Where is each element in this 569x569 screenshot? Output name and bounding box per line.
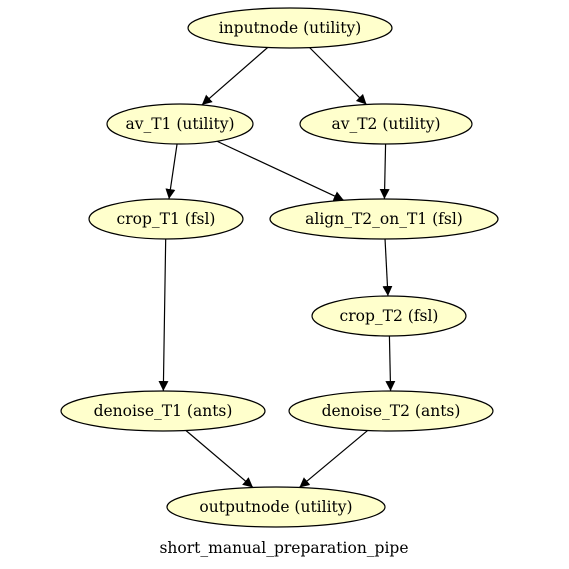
node-av-t1[interactable]: av_T1 (utility) (106, 103, 254, 145)
graph-edges (158, 47, 396, 488)
node-av-t2[interactable]: av_T2 (utility) (299, 103, 473, 145)
node-label: av_T1 (utility) (125, 115, 234, 133)
node-label: crop_T1 (fsl) (117, 210, 216, 228)
graph-nodes: inputnode (utility) av_T1 (utility) av_T… (60, 7, 499, 528)
node-outputnode[interactable]: outputnode (utility) (166, 486, 386, 528)
node-label: denoise_T1 (ants) (94, 402, 233, 420)
node-shape (311, 295, 467, 337)
edge-crop-t2-to-denoise-t2 (385, 335, 396, 392)
edge-inputnode-to-av-t2 (309, 47, 367, 105)
node-crop-t2[interactable]: crop_T2 (fsl) (311, 295, 467, 337)
node-shape (166, 486, 386, 528)
node-denoise-t2[interactable]: denoise_T2 (ants) (288, 390, 494, 432)
edge-av-t1-to-align-t2-on-t1 (216, 140, 345, 201)
node-shape (187, 7, 393, 49)
edge-denoise-t2-to-outputnode (299, 430, 369, 488)
node-label: outputnode (utility) (199, 498, 352, 516)
edge-av-t2-to-align-t2-on-t1 (379, 143, 390, 200)
edge-align-t2-on-t1-to-crop-t2 (382, 238, 393, 297)
graph-title: short_manual_preparation_pipe (159, 539, 408, 557)
edge-denoise-t1-to-outputnode (185, 430, 254, 488)
node-shape (269, 198, 499, 240)
node-crop-t1[interactable]: crop_T1 (fsl) (88, 198, 244, 240)
edge-inputnode-to-av-t1 (201, 47, 269, 106)
node-label: av_T2 (utility) (331, 115, 440, 133)
node-label: inputnode (utility) (219, 19, 362, 37)
node-label: denoise_T2 (ants) (322, 402, 461, 420)
node-shape (299, 103, 473, 145)
node-inputnode[interactable]: inputnode (utility) (187, 7, 393, 49)
edge-av-t1-to-crop-t1 (165, 143, 178, 200)
node-denoise-t1[interactable]: denoise_T1 (ants) (60, 390, 266, 432)
node-align-t2-on-t1[interactable]: align_T2_on_T1 (fsl) (269, 198, 499, 240)
node-shape (288, 390, 494, 432)
node-label: align_T2_on_T1 (fsl) (305, 210, 463, 228)
node-label: crop_T2 (fsl) (340, 307, 439, 325)
node-shape (60, 390, 266, 432)
edge-crop-t1-to-denoise-t1 (158, 238, 169, 392)
node-shape (88, 198, 244, 240)
node-shape (106, 103, 254, 145)
